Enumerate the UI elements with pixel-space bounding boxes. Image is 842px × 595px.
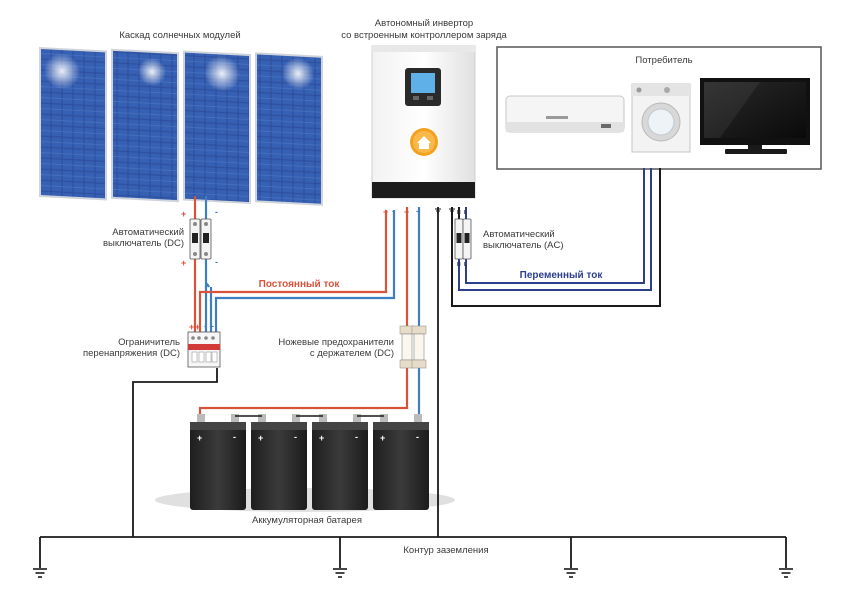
surge-label-2: перенапряжения (DC) xyxy=(83,348,180,359)
dc-breaker-label-1: Автоматический xyxy=(112,227,184,238)
breaker-icon xyxy=(454,218,472,260)
battery-1-minus: - xyxy=(233,432,236,442)
inverter-label-2: со встроенным контроллером заряда xyxy=(341,30,507,41)
surge-protector-icon xyxy=(187,331,221,368)
air-conditioner-icon xyxy=(505,95,625,133)
tv-icon xyxy=(700,78,810,154)
home-icon xyxy=(417,136,431,149)
washing-machine-icon xyxy=(631,83,691,153)
dc-current-label: Постоянный ток xyxy=(259,279,341,290)
battery-1-plus: + xyxy=(197,433,202,443)
inverter-batt-plus: + xyxy=(404,207,409,217)
battery-2-minus: - xyxy=(294,432,297,442)
ac-wiring xyxy=(451,168,661,307)
dc-breaker-plus-bottom: + xyxy=(181,258,186,268)
battery-4-minus: - xyxy=(416,432,419,442)
battery-3-minus: - xyxy=(355,432,358,442)
inverter-minus: - xyxy=(392,206,395,216)
solar-label: Каскад солнечных модулей xyxy=(119,30,240,41)
fuse-icon xyxy=(399,325,427,369)
ac-current-label: Переменный ток xyxy=(520,270,604,281)
battery-3-plus: + xyxy=(319,433,324,443)
inverter-n: N xyxy=(457,210,461,216)
fuse-label-1: Ножевые предохранители xyxy=(278,337,394,348)
inverter-plus: + xyxy=(383,207,388,217)
inverter-label-1: Автономный инвертор xyxy=(375,18,473,29)
surge-minus-2: - xyxy=(211,321,214,331)
ac-breaker-label-1: Автоматический xyxy=(483,229,555,240)
ac-breaker-l: L xyxy=(464,262,467,268)
solar-panel-icon xyxy=(39,46,323,206)
dc-breaker-minus-bottom: - xyxy=(215,257,218,267)
ground-icon xyxy=(33,568,793,578)
inverter-batt-minus: - xyxy=(416,206,419,216)
fuse-label-2: с держателем (DC) xyxy=(310,348,394,359)
dc-wiring xyxy=(193,196,421,420)
ground-label: Контур заземления xyxy=(403,545,488,556)
ac-breaker-label-2: выключатель (AC) xyxy=(483,240,564,251)
consumer-label: Потребитель xyxy=(635,55,692,66)
surge-plus-2: + xyxy=(195,322,200,332)
dc-breaker-minus-top: - xyxy=(215,207,218,217)
ground-icon xyxy=(435,208,455,214)
breaker-icon xyxy=(189,218,212,260)
battery-label: Аккумуляторная батарея xyxy=(252,515,362,526)
surge-minus-1: - xyxy=(204,321,207,331)
surge-plus-1: + xyxy=(189,322,194,332)
dc-breaker-plus-top: + xyxy=(181,209,186,219)
inverter-icon xyxy=(371,45,476,199)
battery-4-plus: + xyxy=(380,433,385,443)
ac-breaker-n: N xyxy=(457,262,461,268)
battery-icon: + - + - + - + - xyxy=(190,414,429,510)
inverter-l: L xyxy=(464,210,467,216)
ground-wiring xyxy=(39,207,787,568)
dc-breaker-label-2: выключатель (DC) xyxy=(103,238,184,249)
battery-2-plus: + xyxy=(258,433,263,443)
surge-label-1: Ограничитель xyxy=(118,337,180,348)
